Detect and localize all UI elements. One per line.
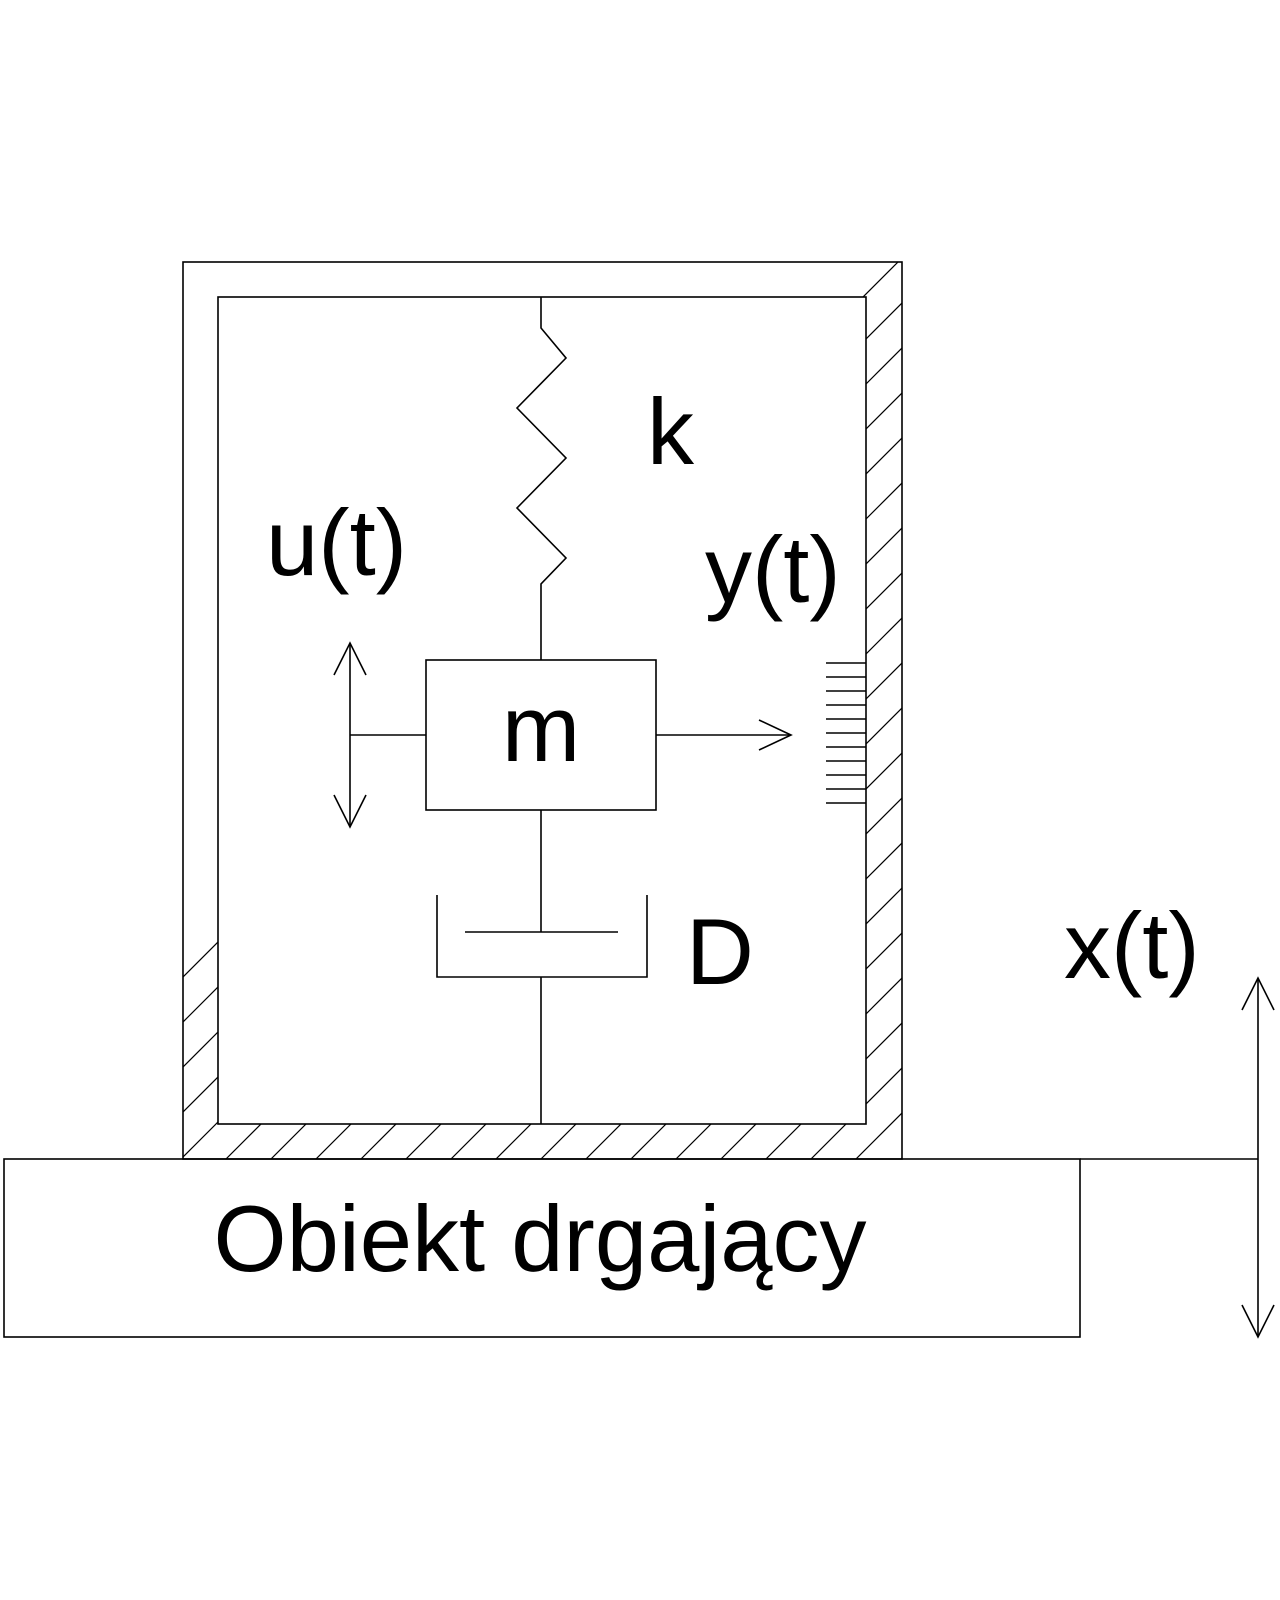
hatch-line (995, 200, 1280, 1200)
housing (182, 200, 1280, 1200)
hatch-line (1265, 200, 1280, 1200)
damper-label: D (686, 899, 754, 1004)
housing-inner-space (218, 297, 866, 1124)
base-motion-arrow (1241, 976, 1275, 1339)
hatch-line (1220, 200, 1280, 1200)
input-label: u(t) (266, 490, 407, 595)
hatch-line (1040, 200, 1280, 1200)
hatch-line (855, 1112, 902, 1159)
input-arrow (333, 641, 426, 829)
spring-label: k (647, 379, 695, 484)
housing-inner-wall (217, 296, 867, 1125)
damper (436, 810, 648, 1124)
hatch-line (905, 200, 1280, 1200)
object-label: Obiekt drgający (213, 1186, 866, 1291)
measurement-scale (826, 662, 866, 804)
mass-label: m (502, 676, 580, 781)
spring (515, 297, 568, 660)
vibrating-object (3, 1158, 1258, 1338)
hatch-line (1085, 200, 1280, 1200)
hatch-line (765, 1022, 902, 1159)
hatch-line (950, 200, 1280, 1200)
base-motion-label: x(t) (1064, 893, 1200, 998)
hatch-line (1175, 200, 1280, 1200)
output-pointer (656, 719, 793, 751)
output-label: y(t) (705, 517, 841, 622)
hatch-line (900, 1157, 902, 1159)
